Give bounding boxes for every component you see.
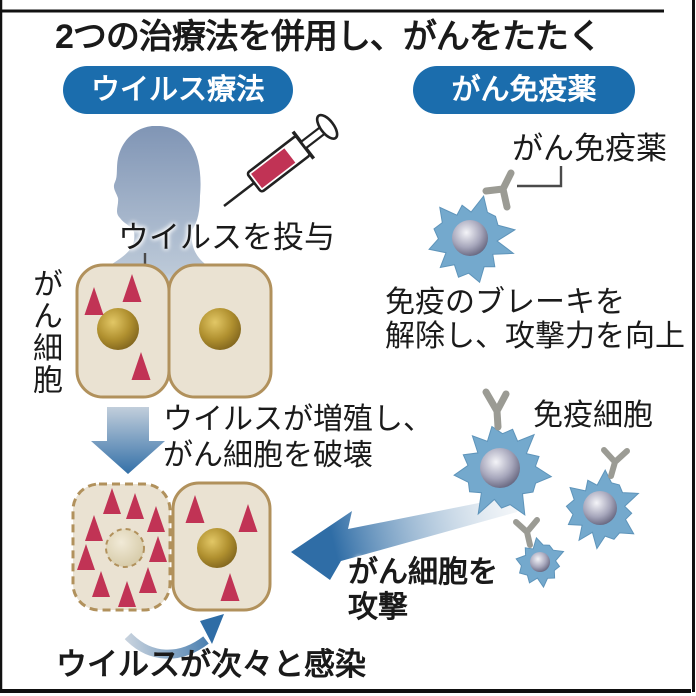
immune-cells-group [428, 169, 640, 589]
cancer-cells-after [71, 481, 272, 612]
antibody-y-icon [482, 169, 515, 211]
virus-triangle [185, 495, 205, 523]
cell-nucleus [199, 308, 241, 350]
immune-cell-label: 免疫細胞 [533, 399, 653, 432]
virus-triangle [103, 488, 121, 514]
spread-curved-arrow-icon [124, 614, 224, 659]
virus-multiply-label: ウイルスが増殖し、 がん細胞を破壊 [163, 403, 433, 472]
virus-triangle [220, 573, 240, 601]
immune-nucleus [583, 491, 617, 525]
dying-nucleus [105, 528, 145, 568]
virus-triangle [122, 274, 142, 302]
virus-triangle [238, 504, 258, 532]
drug-label: がん免疫薬 [512, 131, 667, 166]
attack-arrow-icon [291, 494, 524, 580]
cell-nucleus [197, 528, 237, 568]
antibody-y-icon [601, 447, 630, 479]
virus-triangle [77, 544, 95, 570]
antibody-y-icon [482, 388, 510, 431]
cell-nucleus [97, 308, 139, 350]
virus-triangle [149, 536, 167, 562]
virus-therapy-badge: ウイルス療法 [63, 66, 293, 114]
immunotherapy-badge: がん免疫薬 [413, 66, 635, 114]
virus-triangle [85, 515, 103, 541]
immune-brake-label: 免疫のブレーキを 解除し、攻撃力を向上 [385, 286, 685, 353]
immune-nucleus [452, 220, 488, 256]
virus-triangle [118, 581, 136, 607]
administer-label: ウイルスを投与 [118, 220, 335, 255]
page-title: 2つの治療法を併用し、がんをたたく [55, 18, 602, 56]
immune-nucleus [530, 552, 550, 572]
cancer-cell-label: がん細胞 [28, 268, 61, 396]
virus-triangle [84, 287, 104, 315]
virus-triangle [126, 493, 144, 519]
immune-nucleus [480, 448, 520, 488]
attack-label: がん細胞を 攻撃 [348, 556, 498, 624]
antibody-y-icon [513, 517, 540, 548]
cancer-cells-before [75, 263, 273, 399]
virus-triangle [139, 567, 157, 593]
virus-triangle [92, 571, 110, 597]
syringe-icon [223, 113, 339, 207]
down-arrow-icon [91, 407, 165, 474]
virus-triangle [131, 352, 151, 380]
virus-infect-label: ウイルスが次々と感染 [56, 647, 366, 682]
virus-triangle [147, 506, 165, 532]
drug-connector-line [517, 166, 563, 188]
